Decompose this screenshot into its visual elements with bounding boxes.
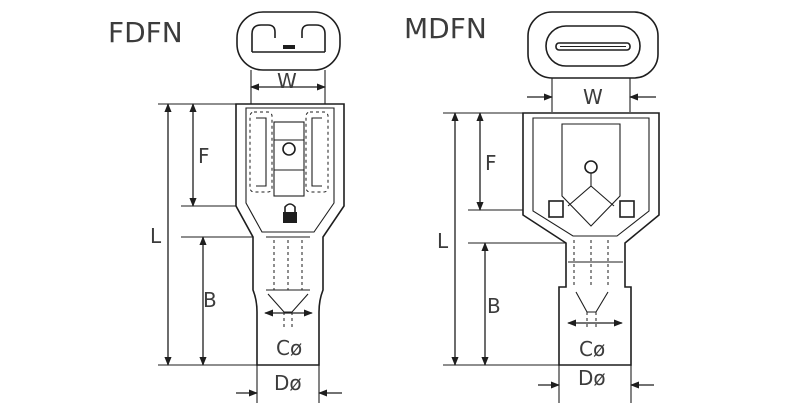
mdfn-body: [522, 112, 660, 366]
fdfn-front-view: [236, 11, 341, 71]
fdfn-title: FDFN: [108, 16, 183, 49]
mdfn-l-label: L: [437, 229, 449, 253]
fdfn-b-label: B: [203, 288, 217, 312]
fdfn-terminal: FDFN W: [108, 11, 345, 403]
fdfn-w-dimension: W: [250, 69, 326, 104]
mdfn-front-view: [527, 11, 659, 79]
mdfn-title: MDFN: [404, 12, 487, 45]
fdfn-diameter-dimensions: Cø Dø: [236, 309, 342, 403]
fdfn-length-dimensions: L F B: [150, 103, 257, 366]
mdfn-w-dimension: W: [527, 78, 656, 112]
fdfn-body: [235, 103, 345, 366]
mdfn-c-label: Cø: [579, 337, 605, 361]
mdfn-f-label: F: [485, 151, 497, 175]
fdfn-l-label: L: [150, 224, 162, 248]
mdfn-terminal: MDFN W: [404, 11, 660, 403]
fdfn-d-label: Dø: [274, 371, 302, 395]
mdfn-w-label: W: [583, 85, 603, 109]
mdfn-length-dimensions: L F B: [437, 112, 566, 366]
mdfn-b-label: B: [487, 294, 501, 318]
mdfn-diameter-dimensions: Cø Dø: [538, 319, 654, 403]
fdfn-f-label: F: [198, 144, 210, 168]
mdfn-d-label: Dø: [578, 366, 606, 390]
fdfn-c-label: Cø: [276, 336, 302, 360]
fdfn-w-label: W: [277, 69, 297, 93]
